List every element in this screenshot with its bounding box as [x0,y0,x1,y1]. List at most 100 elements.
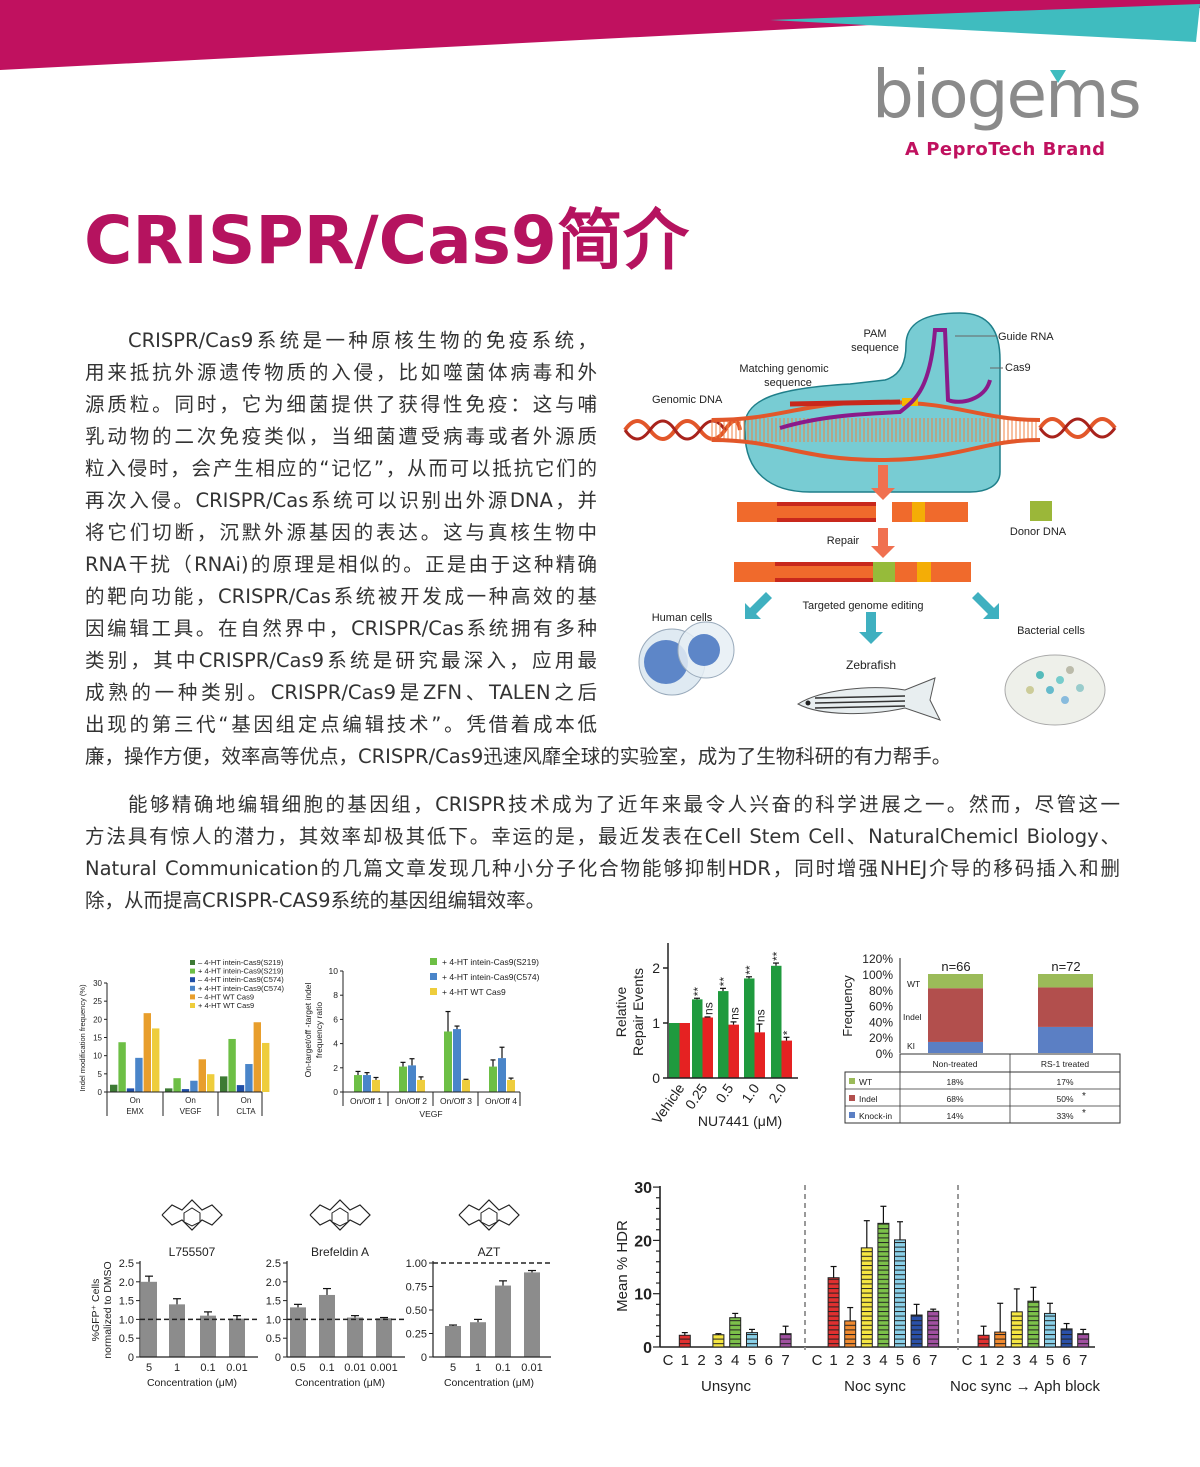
bar [729,1317,742,1348]
category-label: 0.1 [495,1362,510,1374]
bar [200,1315,216,1357]
category-label: 0.1 [200,1362,215,1374]
category-label: C [663,1352,674,1369]
group-label: Noc sync [844,1378,906,1395]
tick-label: 0 [128,1352,134,1364]
category-row-label: On [241,1096,252,1105]
bar [229,1318,245,1357]
fish-stripe [814,700,906,704]
y-axis-label: frequency ratio [314,1002,324,1058]
genomic-dna-helix [623,419,742,441]
bar [253,1022,261,1092]
category-label: CLTA [236,1107,256,1116]
table-row-label: Knock-in [859,1111,892,1121]
bar [245,1064,253,1092]
y-axis-label: %GFP⁺ Cells [90,1279,102,1342]
legend-label: + 4-HT intein-Cas9(C574) [442,972,540,982]
tick-label: 30 [634,1180,652,1197]
bacteria-colony [1026,686,1034,694]
bar [399,1066,407,1092]
tick-label: 0 [643,1340,652,1357]
stacked-bar-segment [1038,974,1093,988]
segment-label: Indel [903,1012,922,1022]
y-axis-label: Repair Events [630,968,646,1056]
tick-label: 10 [634,1287,652,1304]
diagram-label: Matching genomic [739,363,829,375]
logo-triangle-icon [1050,70,1066,83]
tick-label: 60% [869,1000,893,1014]
tick-label: 1 [652,1015,660,1031]
bar [462,1079,470,1092]
compound-name: L755507 [169,1245,216,1259]
category-label: 0.1 [319,1362,334,1374]
legend-swatch [190,977,195,983]
diagram-label: PAM [863,328,886,340]
bar [165,1088,173,1092]
category-label: 1 [829,1352,837,1369]
category-label: C [812,1352,823,1369]
category-label: 2 [697,1352,705,1369]
repaired-dna [734,562,971,582]
tick-label: 20 [93,1015,102,1024]
pam-segment [912,502,925,522]
bar [1060,1328,1073,1348]
paragraph-line: 出现的第三代“基因组定点编辑技术”。凭借着成本低 [85,713,597,736]
paragraph-line: 因编辑工具。在自然界中，CRISPR/Cas系统拥有多种 [85,617,597,640]
bar [894,1239,906,1348]
stacked-bar-segment [928,974,983,989]
category-label: 0.5 [290,1362,305,1374]
diagram-label: Guide RNA [998,331,1054,343]
fish-stripe [814,695,906,699]
bar [844,1320,857,1348]
genomic-dna-helix [1038,417,1117,439]
legend-label: – 4-HT intein-Cas9(C574) [198,975,284,984]
diagram-label: sequence [764,377,812,389]
bar [702,1017,713,1078]
x-axis-label: Concentration (μM) [444,1377,534,1389]
bar [135,1057,143,1092]
tick-label: 1.00 [406,1258,427,1270]
bacteria-colony [1076,684,1084,692]
logo: biogems [872,56,1142,133]
bar [110,1084,118,1092]
tick-label: 2.5 [119,1258,134,1270]
compound-name: Brefeldin A [311,1245,369,1259]
legend-label: – 4-HT WT Cas9 [198,992,254,1001]
arrow-down-icon [871,528,895,558]
tick-label: 1.5 [266,1296,281,1308]
guide-rna [779,328,992,430]
bar [1044,1312,1056,1348]
bar [220,1076,228,1092]
stacked-bar-segment [1038,987,1093,1027]
tick-label: 5 [98,1070,103,1079]
tick-label: 6 [333,1014,338,1024]
tick-label: 20 [634,1233,652,1250]
bar [779,1333,792,1348]
bar [860,1247,873,1348]
legend-swatch [430,958,437,965]
bar [927,1310,940,1348]
diagram-label: sequence [851,342,899,354]
category-label: 4 [731,1352,739,1369]
table-column-header: RS-1 treated [1041,1059,1089,1069]
category-label: 5 [896,1352,904,1369]
bar [728,1024,739,1078]
category-label: 5 [146,1362,152,1374]
category-label: 2.0 [765,1080,789,1105]
paragraph-line: 源质粒。同时，它为细菌提供了获得性免疫：这与哺 [85,393,597,416]
matching-sequence [789,399,901,407]
cut-dna-left [737,502,876,522]
paragraph-line: Natural Communication的几篇文章发现几种小分子化合物能够抑制… [85,857,1120,880]
bar [236,1085,245,1092]
y-axis-label: On-target/off -target indel [303,982,313,1077]
tick-label: 0% [876,1047,894,1061]
legend-swatch [190,985,195,991]
category-label: 1.0 [738,1080,762,1105]
legend-swatch [190,994,195,1000]
bar [181,1089,190,1092]
tick-label: 80% [869,984,893,998]
bar [827,1277,840,1348]
category-label: 7 [781,1352,789,1369]
tick-label: 8 [333,990,338,1000]
